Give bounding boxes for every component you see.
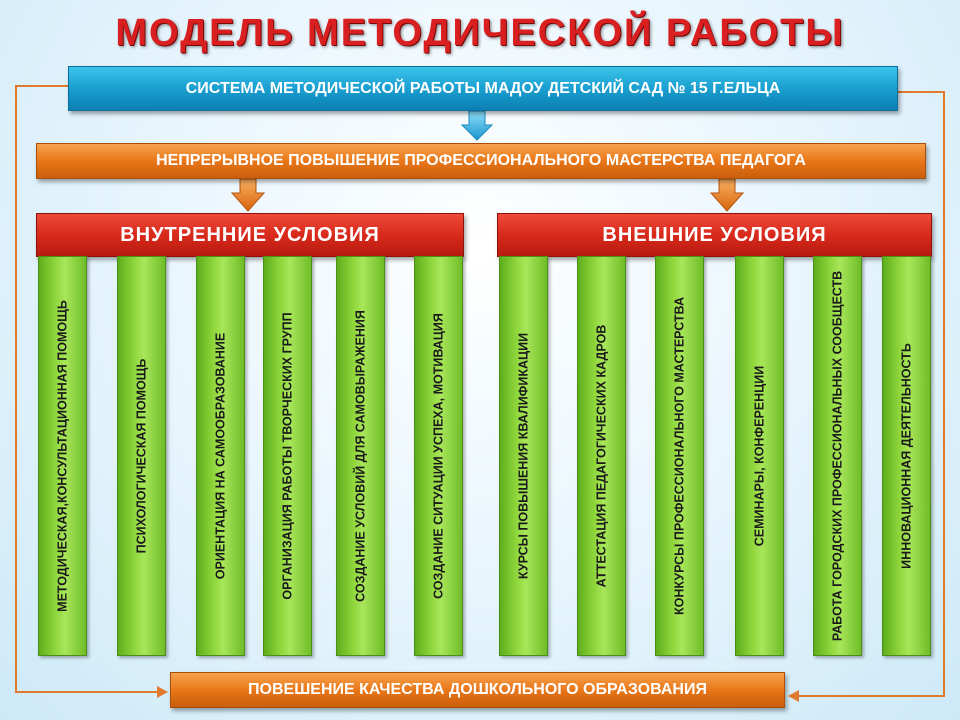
- external-conditions-header: ВНЕШНИЕ УСЛОВИЯ: [497, 213, 932, 257]
- internal-condition-column: СОЗДАНИЕ УСЛОВИЙ ДЛЯ САМОВЫРАЖЕНИЯ: [336, 256, 385, 656]
- internal-condition-column: ОРГАНИЗАЦИЯ РАБОТЫ ТВОРЧЕСКИХ ГРУПП: [263, 256, 312, 656]
- internal-conditions-title: ВНУТРЕННИЕ УСЛОВИЯ: [120, 223, 380, 246]
- external-condition-label: КОНКУРСЫ ПРОФЕССИОНАЛЬНОГО МАСТЕРСТВА: [672, 297, 686, 615]
- internal-condition-column: ПСИХОЛОГИЧЕСКАЯ ПОМОЩЬ: [117, 256, 166, 656]
- continuous-development-label: НЕПРЕРЫВНОЕ ПОВЫШЕНИЕ ПРОФЕССИОНАЛЬНОГО …: [156, 152, 806, 169]
- external-condition-label: АТТЕСТАЦИЯ ПЕДАГОГИЧЕСКИХ КАДРОВ: [594, 324, 608, 588]
- internal-condition-label: МЕТОДИЧЕСКАЯ,КОНСУЛЬТАЦИОННАЯ ПОМОЩЬ: [55, 300, 69, 612]
- internal-condition-label: ОРГАНИЗАЦИЯ РАБОТЫ ТВОРЧЕСКИХ ГРУПП: [280, 312, 294, 600]
- external-condition-label: РАБОТА ГОРОДСКИХ ПРОФЕССИОНАЛЬНЫХ СООБЩЕ…: [830, 270, 844, 642]
- internal-condition-label: ОРИЕНТАЦИЯ НА САМООБРАЗОВАНИЕ: [213, 332, 227, 580]
- internal-condition-label: ПСИХОЛОГИЧЕСКАЯ ПОМОЩЬ: [134, 358, 148, 554]
- arrow-down-blue-icon: [460, 110, 494, 141]
- internal-condition-label: СОЗДАНИЕ СИТУАЦИИ УСПЕХА, МОТИВАЦИЯ: [431, 313, 445, 599]
- continuous-development-bar: НЕПРЕРЫВНОЕ ПОВЫШЕНИЕ ПРОФЕССИОНАЛЬНОГО …: [36, 143, 926, 179]
- external-conditions-title: ВНЕШНИЕ УСЛОВИЯ: [602, 223, 827, 246]
- internal-condition-column: МЕТОДИЧЕСКАЯ,КОНСУЛЬТАЦИОННАЯ ПОМОЩЬ: [38, 256, 87, 656]
- external-condition-column: КУРСЫ ПОВЫШЕНИЯ КВАЛИФИКАЦИИ: [499, 256, 548, 656]
- system-bar: СИСТЕМА МЕТОДИЧЕСКОЙ РАБОТЫ МАДОУ ДЕТСКИ…: [68, 66, 898, 111]
- system-bar-label: СИСТЕМА МЕТОДИЧЕСКОЙ РАБОТЫ МАДОУ ДЕТСКИ…: [185, 79, 781, 97]
- internal-conditions-header: ВНУТРЕННИЕ УСЛОВИЯ: [36, 213, 464, 257]
- external-condition-column: КОНКУРСЫ ПРОФЕССИОНАЛЬНОГО МАСТЕРСТВА: [655, 256, 704, 656]
- external-condition-column: ИННОВАЦИОННАЯ ДЕЯТЕЛЬНОСТЬ: [882, 256, 931, 656]
- arrow-down-internal-icon: [230, 178, 266, 212]
- external-condition-label: СЕМИНАРЫ, КОНФЕРЕНЦИИ: [752, 365, 766, 547]
- page-title: МОДЕЛЬ МЕТОДИЧЕСКОЙ РАБОТЫ: [115, 12, 845, 54]
- internal-condition-column: СОЗДАНИЕ СИТУАЦИИ УСПЕХА, МОТИВАЦИЯ: [414, 256, 463, 656]
- external-condition-column: СЕМИНАРЫ, КОНФЕРЕНЦИИ: [735, 256, 784, 656]
- right-connector-arrowhead: [788, 690, 799, 702]
- external-condition-column: АТТЕСТАЦИЯ ПЕДАГОГИЧЕСКИХ КАДРОВ: [577, 256, 626, 656]
- external-condition-column: РАБОТА ГОРОДСКИХ ПРОФЕССИОНАЛЬНЫХ СООБЩЕ…: [813, 256, 862, 656]
- internal-condition-label: СОЗДАНИЕ УСЛОВИЙ ДЛЯ САМОВЫРАЖЕНИЯ: [353, 310, 367, 602]
- external-condition-label: ИННОВАЦИОННАЯ ДЕЯТЕЛЬНОСТЬ: [899, 343, 913, 569]
- left-connector-arrowhead: [157, 686, 168, 698]
- quality-result-label: ПОВЕШЕНИЕ КАЧЕСТВА ДОШКОЛЬНОГО ОБРАЗОВАН…: [248, 681, 707, 698]
- internal-condition-column: ОРИЕНТАЦИЯ НА САМООБРАЗОВАНИЕ: [196, 256, 245, 656]
- quality-result-bar: ПОВЕШЕНИЕ КАЧЕСТВА ДОШКОЛЬНОГО ОБРАЗОВАН…: [170, 672, 785, 708]
- arrow-down-external-icon: [709, 178, 745, 212]
- external-condition-label: КУРСЫ ПОВЫШЕНИЯ КВАЛИФИКАЦИИ: [516, 332, 530, 580]
